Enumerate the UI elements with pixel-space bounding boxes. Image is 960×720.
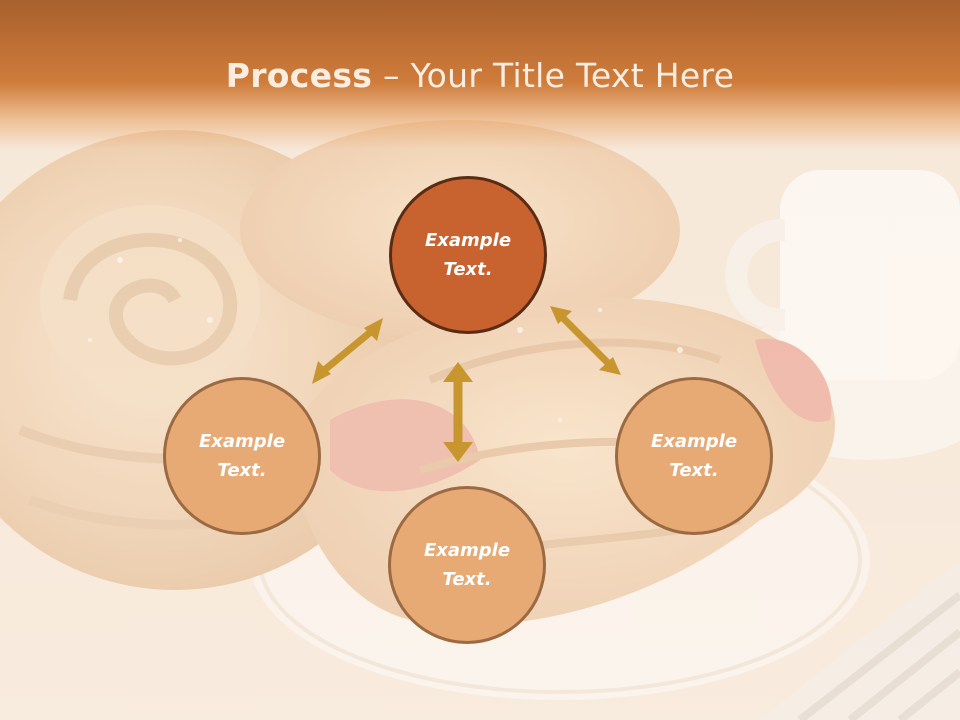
- process-step-right: Example Text.: [615, 377, 773, 535]
- step-center-line2: Text.: [443, 259, 493, 280]
- step-center-line1: Example: [424, 230, 512, 251]
- step-left-line1: Example: [198, 431, 286, 452]
- title-banner: [0, 0, 960, 150]
- arrow-center-right: [550, 306, 621, 375]
- step-left-line2: Text.: [217, 460, 267, 481]
- process-step-bottom: Example Text.: [388, 486, 546, 644]
- step-bottom-line2: Text.: [442, 569, 492, 590]
- slide-title: Process – Your Title Text Here: [0, 56, 960, 95]
- step-bottom-line1: Example: [423, 540, 511, 561]
- step-center-label: Example Text.: [413, 226, 523, 284]
- step-bottom-label: Example Text.: [412, 536, 522, 594]
- step-right-line1: Example: [650, 431, 738, 452]
- process-step-center: Example Text.: [389, 176, 547, 334]
- step-left-label: Example Text.: [187, 427, 297, 485]
- arrow-center-bottom: [443, 362, 473, 462]
- title-rest: – Your Title Text Here: [372, 56, 735, 95]
- step-right-label: Example Text.: [639, 427, 749, 485]
- arrow-center-left: [312, 318, 383, 384]
- title-bold: Process: [225, 56, 373, 95]
- process-step-left: Example Text.: [163, 377, 321, 535]
- step-right-line2: Text.: [669, 460, 719, 481]
